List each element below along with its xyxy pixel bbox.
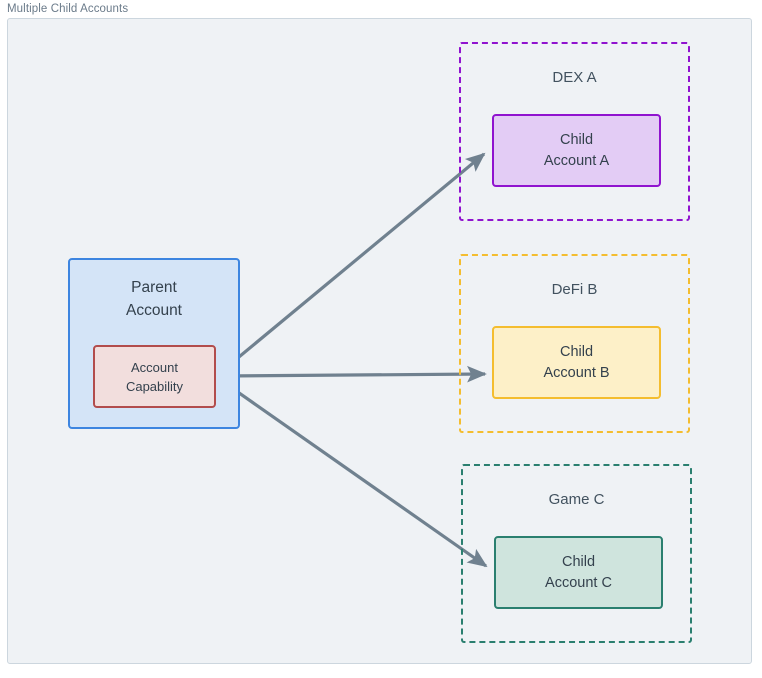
- child-account-a-line-1: Child: [559, 131, 594, 148]
- child-account-a-line-2: Account A: [543, 152, 610, 169]
- account-capability-node[interactable]: Account Capability: [93, 345, 216, 408]
- child-account-b-line-2: Account B: [543, 364, 610, 381]
- account-capability-line-2: Capability: [125, 378, 184, 394]
- group-game-c: Game C: [461, 464, 692, 643]
- child-account-c-node[interactable]: Child Account C: [494, 536, 663, 609]
- frame-title: Multiple Child Accounts: [7, 3, 129, 15]
- child-account-c-line-1: Child: [561, 553, 596, 570]
- parent-account-title-line-1: Parent: [131, 279, 177, 296]
- child-account-a-node[interactable]: Child Account A: [492, 114, 661, 187]
- child-account-b-line-1: Child: [559, 343, 594, 360]
- child-account-b-node[interactable]: Child Account B: [492, 326, 661, 399]
- child-account-c-line-2: Account C: [545, 574, 612, 591]
- parent-account-title-line-2: Account: [125, 302, 182, 319]
- account-capability-line-1: Account: [131, 359, 178, 375]
- group-dex-a-label: DEX A: [552, 69, 597, 86]
- group-game-c-label: Game C: [548, 491, 605, 508]
- group-defi-b-label: DeFi B: [551, 281, 598, 298]
- group-dex-a: DEX A: [459, 42, 690, 221]
- group-defi-b: DeFi B: [459, 254, 690, 433]
